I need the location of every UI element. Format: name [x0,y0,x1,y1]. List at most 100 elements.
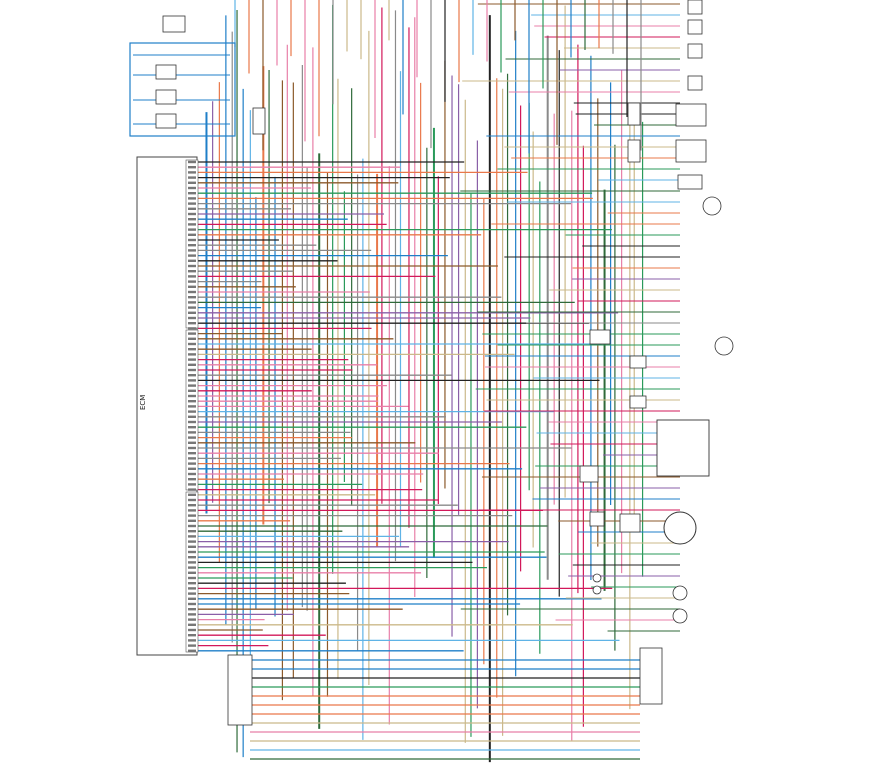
ecu-pin-0 [188,160,196,164]
fuse-block [252,107,266,135]
ecu-pin-8 [188,202,196,205]
sensor-2 [687,19,703,35]
ecu-pin-42 [188,379,196,382]
sensor-1 [687,0,703,15]
alternator [663,511,697,545]
gauge-circle [714,336,734,356]
ecu-pin-56 [188,452,196,455]
ecu-pin-18 [188,254,196,257]
ecu-pin-86 [188,608,196,611]
ecu-pin-1 [188,166,196,169]
ecu-pin-75 [188,550,196,554]
ecu-pin-20 [188,264,196,268]
small-sensor-2 [592,585,602,595]
ecu-pin-36 [188,348,196,351]
ecu-pin-76 [188,556,196,559]
ecu-pin-43 [188,384,196,387]
ecu-pin-6 [188,192,196,195]
ecu-pin-23 [188,280,196,283]
small-sensor [592,573,602,583]
ecu-pin-53 [188,436,196,439]
ecu-pin-31 [188,322,196,325]
ecu-pin-69 [188,519,196,522]
ecu-pin-12 [188,223,196,226]
ecu-pin-49 [188,415,196,418]
lamp-2 [672,608,688,624]
ecu-pin-80 [188,576,196,580]
ecu-pin-19 [188,259,196,262]
top-relay [162,15,186,33]
switch-1 [589,329,611,345]
ecu-pin-25 [188,290,196,294]
ecu-pin-29 [188,311,196,314]
ecu-pin-47 [188,405,196,408]
ecu-pin-33 [188,332,196,335]
ecu-pin-32 [188,327,196,330]
ecu-pin-77 [188,561,196,564]
switch-3 [629,395,647,409]
ecu-pin-30 [188,316,196,320]
ecu-pin-45 [188,394,196,398]
ecu-pin-90 [188,628,196,632]
ecu-pin-81 [188,582,196,585]
ecu-pin-94 [188,649,196,652]
ecu-pin-41 [188,374,196,377]
ecu-pin-74 [188,545,196,548]
ecu-pin-50 [188,420,196,424]
ecu-pin-9 [188,207,196,210]
relay-right [589,511,605,527]
coil-1 [675,103,707,127]
ecu-pin-89 [188,623,196,626]
ecu-pin-73 [188,540,196,543]
ecu-pin-13 [188,228,196,231]
ecu-pin-48 [188,410,196,413]
ecu-pin-61 [188,478,196,481]
ecu-pin-14 [188,233,196,236]
ecu-pin-93 [188,644,196,647]
ecu-label: ECM [139,395,147,410]
ecu-pin-57 [188,457,196,460]
ecu-pin-66 [188,504,196,507]
ecu-pin-26 [188,296,196,299]
ecu-pin-35 [188,342,196,346]
ecu-pin-27 [188,301,196,304]
relay-3 [155,113,177,129]
ecu-pin-54 [188,441,196,444]
ecu-pin-85 [188,602,196,606]
ecu-pin-46 [188,400,196,403]
ecu-pin-17 [188,249,196,252]
lamp-1 [672,585,688,601]
ecu-pin-7 [188,197,196,200]
sensor-3 [687,43,703,59]
ecu-pin-40 [188,368,196,372]
ecu-pin-38 [188,358,196,361]
ecu-pin-44 [188,389,196,392]
ecu-pin-68 [188,514,196,517]
sensor-5 [677,174,703,190]
pin-layer [188,160,196,652]
sensor-4 [687,75,703,91]
ecu-pin-24 [188,285,196,288]
ecu-pin-82 [188,587,196,590]
ecu-pin-55 [188,446,196,450]
coil-2 [675,139,707,163]
ecu-pin-71 [188,530,196,533]
ecu-pin-60 [188,472,196,476]
relay-panel [129,42,236,137]
ecu-pin-67 [188,509,196,512]
relay-1 [155,64,177,80]
ecu-pin-22 [188,275,196,278]
connector-right [639,647,663,705]
ecu-pin-3 [188,176,196,179]
ecu-pin-62 [188,483,196,486]
ecu-pin-4 [188,181,196,184]
wire-layer [133,0,680,763]
injector-block [579,465,599,483]
ecu-pin-28 [188,306,196,309]
ecu-pin-87 [188,613,196,616]
ecu-pin-52 [188,431,196,434]
relay-2 [155,89,177,105]
ecu-pin-2 [188,171,196,174]
ecu-pin-92 [188,639,196,642]
